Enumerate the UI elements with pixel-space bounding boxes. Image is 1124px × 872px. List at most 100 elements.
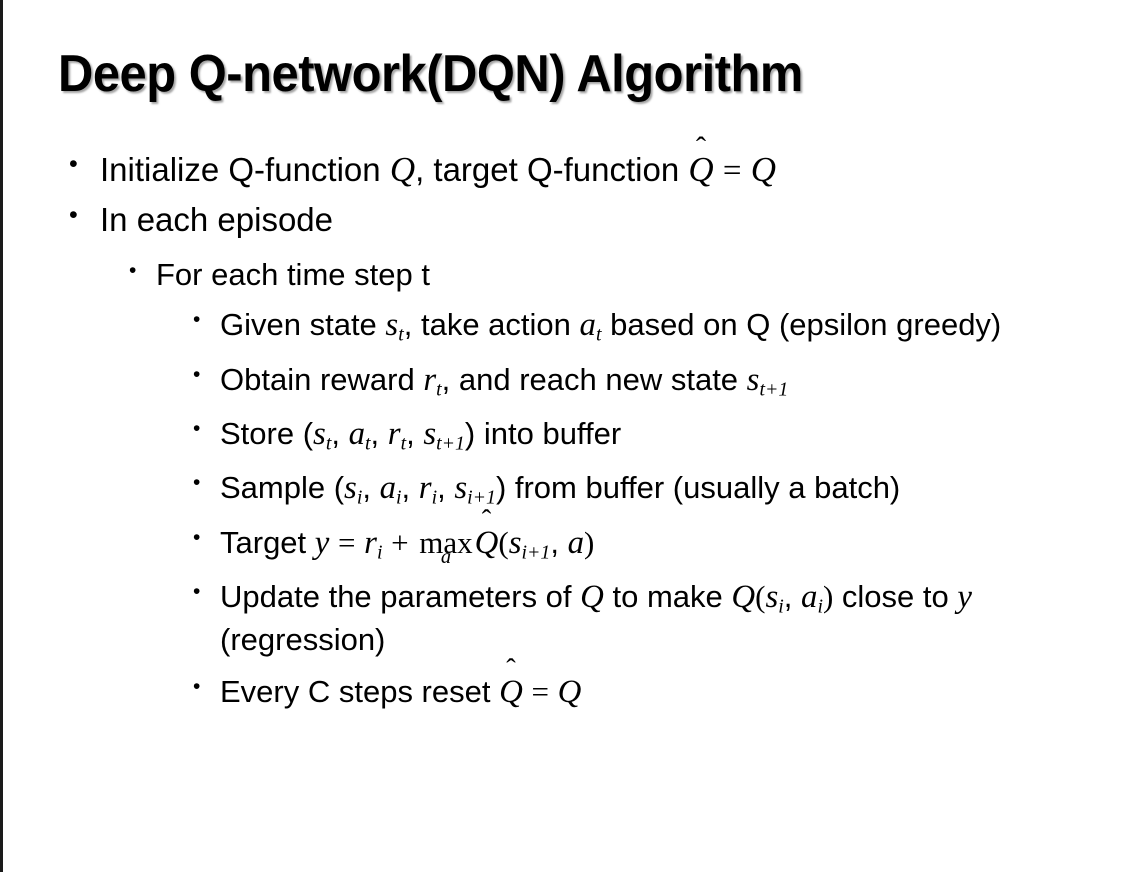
- initialize-mid: , target Q-function: [415, 151, 689, 188]
- sample-sep2: ,: [401, 470, 419, 506]
- max-operator-variable: a: [440, 546, 452, 569]
- initialize-prefix: Initialize Q-function: [100, 151, 390, 188]
- store-prefix: Store (: [220, 415, 314, 451]
- list-item-timestep-text: For each time step t: [156, 256, 430, 292]
- math-y: y: [957, 578, 972, 615]
- math-q-hat-base: Q: [688, 150, 714, 189]
- bullet-level3-icon: •: [193, 416, 201, 440]
- math-s-subscript: t: [398, 323, 404, 346]
- math-a: a: [379, 470, 397, 507]
- math-q-hat-symbol: Q̂: [499, 671, 523, 714]
- list-item-obtain-reward-text: Obtain reward rt, and reach new state st…: [220, 359, 1118, 403]
- target-comma: ,: [550, 524, 568, 560]
- math-a-subscript: t: [595, 323, 602, 346]
- plus-operator: +: [391, 524, 409, 560]
- sample-sep3: ,: [437, 470, 455, 506]
- math-s-next: s: [746, 361, 760, 398]
- math-s-next-subscript: i+1: [467, 486, 496, 509]
- math-a-subscript: i: [396, 486, 402, 509]
- sample-prefix: Sample (: [220, 470, 345, 506]
- list-item-reset-target-network-text: Every C steps reset Q̂=Q: [220, 671, 1118, 714]
- bullet-level3-icon: •: [193, 525, 201, 549]
- list-item-initialize-text: Initialize Q-function Q, target Q-functi…: [100, 148, 1124, 193]
- math-s: s: [344, 470, 357, 507]
- math-q-rhs: Q: [557, 673, 582, 710]
- list-item-update-parameters-text: Update the parameters of Q to make Q(si,…: [220, 576, 1118, 661]
- bullet-level3-icon: •: [193, 579, 201, 603]
- math-q-symbol: Q: [389, 150, 416, 189]
- math-a: a: [348, 415, 366, 452]
- math-s: s: [313, 415, 326, 452]
- math-s-next-subscript: t+1: [759, 378, 789, 401]
- algorithm-bullet-list: • Initialize Q-function Q, target Q-func…: [3, 148, 1124, 713]
- bullet-level3-icon: •: [193, 362, 201, 386]
- given-suffix: based on Q (epsilon greedy): [601, 307, 1002, 343]
- update-tail: (regression): [220, 622, 386, 658]
- update-comma: ,: [783, 578, 801, 614]
- math-s-next-subscript: t+1: [436, 432, 465, 455]
- list-item-sample-batch: • Sample (si, ai, ri, si+1) from buffer …: [3, 467, 1124, 511]
- update-mid: to make: [603, 578, 732, 614]
- math-r-subscript: t: [400, 432, 407, 455]
- bullet-level3-icon: •: [193, 674, 201, 698]
- list-item-update-parameters: • Update the parameters of Q to make Q(s…: [3, 576, 1124, 661]
- max-operator-label: max: [419, 524, 473, 560]
- list-item-episode-text: In each episode: [100, 200, 334, 238]
- math-r: r: [387, 415, 401, 452]
- math-q-rhs: Q: [750, 150, 776, 189]
- paren-close: ): [822, 578, 834, 614]
- math-r: r: [364, 524, 377, 561]
- math-q-symbol: Q: [580, 578, 604, 615]
- math-r: r: [423, 361, 437, 398]
- list-item-sample-batch-text: Sample (si, ai, ri, si+1) from buffer (u…: [220, 467, 1118, 511]
- given-mid: , take action: [403, 307, 580, 343]
- sample-sep1: ,: [362, 470, 380, 506]
- update-prefix: Update the parameters of: [220, 578, 581, 614]
- bullet-level1-icon: •: [69, 200, 78, 229]
- math-s-next-subscript: i+1: [521, 541, 551, 564]
- math-s-next: s: [423, 415, 437, 452]
- list-item-reset-target-network: • Every C steps reset Q̂=Q: [3, 671, 1124, 714]
- bullet-level1-icon: •: [69, 150, 78, 178]
- math-r-subscript: i: [376, 541, 383, 564]
- list-item-timestep: • For each time step t: [3, 255, 1124, 294]
- math-q-hat-base: Q: [474, 524, 499, 561]
- obtain-mid: , and reach new state: [441, 361, 747, 397]
- math-q-hat-symbol: Q̂: [688, 148, 713, 192]
- equals-operator: =: [531, 673, 549, 709]
- math-s-subscript: i: [356, 486, 363, 509]
- target-prefix: Target: [220, 524, 315, 560]
- math-r-subscript: i: [431, 486, 438, 509]
- math-q-hat-symbol: Q̂: [475, 522, 499, 565]
- math-s: s: [765, 578, 779, 615]
- math-a: a: [579, 307, 596, 344]
- update-suffix: close to: [833, 578, 958, 614]
- obtain-prefix: Obtain reward: [220, 361, 424, 397]
- store-sep1: ,: [331, 415, 349, 451]
- math-a-subscript: t: [365, 432, 371, 455]
- list-item-store-transition: • Store (st, at, rt, st+1) into buffer: [3, 413, 1124, 457]
- paren-open: (: [755, 578, 766, 614]
- list-item-obtain-reward: • Obtain reward rt, and reach new state …: [3, 359, 1124, 403]
- given-prefix: Given state: [220, 307, 386, 343]
- list-item-episode: • In each episode: [3, 199, 1124, 241]
- math-a: a: [567, 524, 584, 561]
- store-suffix: ) into buffer: [464, 415, 622, 451]
- list-item-given-state: • Given state st, take action at based o…: [3, 304, 1124, 348]
- equals-operator: =: [338, 524, 356, 560]
- list-item-given-state-text: Given state st, take action at based on …: [220, 304, 1118, 348]
- equals-operator: =: [722, 153, 742, 189]
- math-r: r: [418, 470, 432, 507]
- reset-prefix: Every C steps reset: [220, 673, 500, 709]
- math-a: a: [801, 578, 818, 615]
- math-q-function: Q: [731, 578, 756, 615]
- store-sep3: ,: [406, 415, 424, 451]
- math-s-next: s: [454, 470, 468, 507]
- math-r-subscript: t: [436, 378, 442, 401]
- page-title: Deep Q-network(DQN) Algorithm: [58, 45, 803, 103]
- math-s-next: s: [508, 524, 522, 561]
